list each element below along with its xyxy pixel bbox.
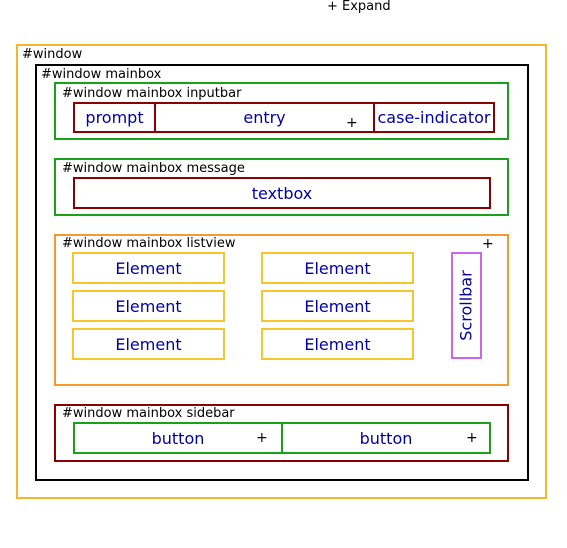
window-box <box>16 44 547 499</box>
sidebar-button[interactable]: button <box>281 422 491 454</box>
window-label: #window <box>22 47 83 62</box>
button-text: button <box>151 428 205 448</box>
prompt-box: prompt <box>73 102 156 133</box>
listview-plus-icon[interactable]: + <box>482 236 494 252</box>
element-text: Element <box>115 334 182 354</box>
list-element[interactable]: Element <box>72 290 225 322</box>
message-box <box>54 158 509 216</box>
element-text: Element <box>304 258 371 278</box>
element-text: Element <box>115 296 182 316</box>
sidebar-label: #window mainbox sidebar <box>62 406 235 421</box>
button-plus-icon[interactable]: + <box>466 430 478 446</box>
entry-plus-icon[interactable]: + <box>346 115 358 131</box>
prompt-text: prompt <box>85 108 144 127</box>
mainbox-box <box>35 64 529 481</box>
scrollbar-box[interactable]: Scrollbar <box>451 252 482 359</box>
expand-label[interactable]: + Expand <box>327 0 391 14</box>
element-text: Element <box>115 258 182 278</box>
textbox-text: textbox <box>251 183 313 203</box>
listview-box <box>54 234 509 386</box>
button-text: button <box>359 428 413 448</box>
case-indicator-box: case-indicator <box>373 102 495 133</box>
list-element[interactable]: Element <box>72 252 225 284</box>
mainbox-label: #window mainbox <box>41 67 162 82</box>
button-plus-icon[interactable]: + <box>256 430 268 446</box>
message-label: #window mainbox message <box>62 161 245 176</box>
element-text: Element <box>304 334 371 354</box>
inputbar-label: #window mainbox inputbar <box>62 86 242 101</box>
element-text: Element <box>304 296 371 316</box>
scrollbar-text: Scrollbar <box>457 270 476 341</box>
sidebar-button[interactable]: button <box>73 422 283 454</box>
textbox-box[interactable]: textbox <box>73 177 491 209</box>
list-element[interactable]: Element <box>261 290 414 322</box>
case-indicator-text: case-indicator <box>377 108 491 127</box>
sidebar-box <box>54 404 509 462</box>
entry-box[interactable]: entry <box>154 102 375 133</box>
list-element[interactable]: Element <box>261 252 414 284</box>
list-element[interactable]: Element <box>72 328 225 360</box>
listview-label: #window mainbox listview <box>62 236 236 251</box>
inputbar-box <box>54 82 509 140</box>
list-element[interactable]: Element <box>261 328 414 360</box>
entry-text: entry <box>243 108 286 127</box>
